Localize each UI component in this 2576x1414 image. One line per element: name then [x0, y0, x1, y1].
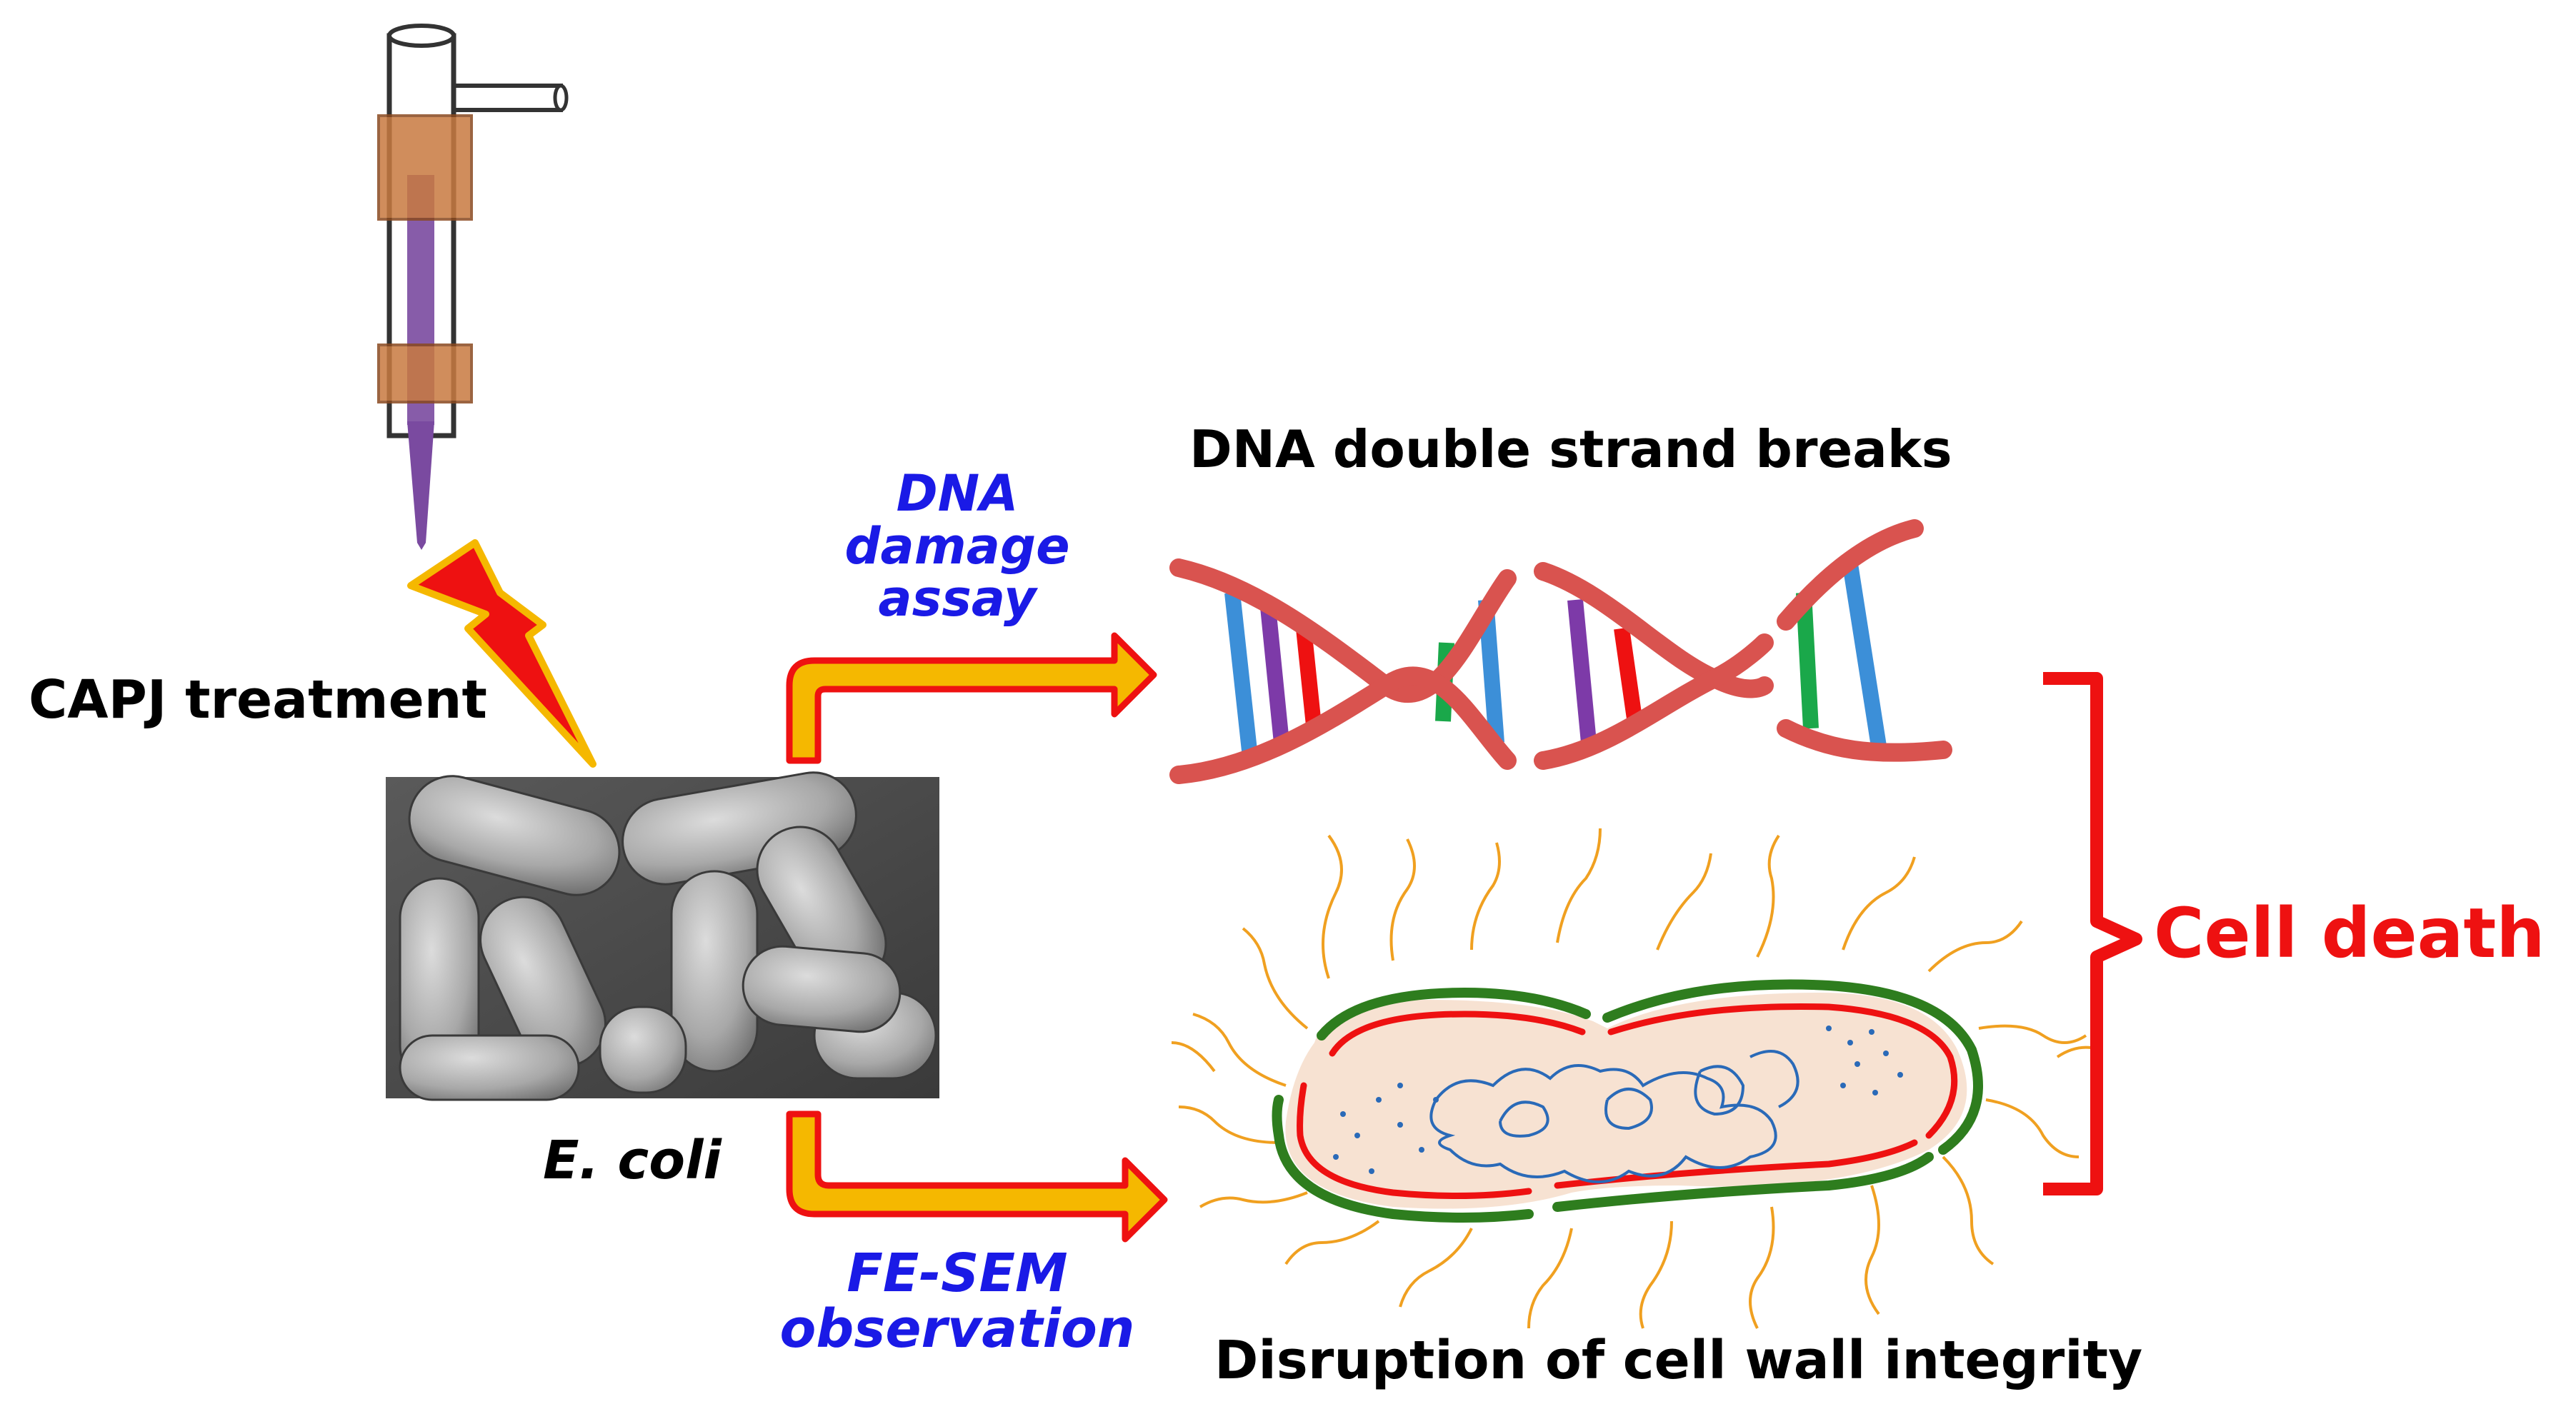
lightning-bolt-icon [407, 539, 596, 768]
bacterium-icon [1171, 828, 2101, 1329]
dna-backbone [1777, 519, 1924, 631]
dna-backbone [1534, 562, 1774, 698]
base-pair-bar [1224, 591, 1258, 758]
dna-backbone [1777, 719, 1952, 762]
base-pair-bar [1296, 627, 1322, 733]
base-pair-bar [1796, 592, 1819, 729]
dna-backbone [1169, 666, 1517, 784]
capj-treatment-label: CAPJ treatment [29, 669, 487, 731]
base-pair-bar [1842, 563, 1887, 748]
sem-micrograph-image [386, 771, 939, 1101]
dna-double-strand-breaks-label: DNA double strand breaks [1189, 419, 1952, 479]
plasma-jet-device-icon [377, 24, 569, 550]
base-pair-bar [1614, 627, 1644, 730]
upper-arrow [786, 632, 1157, 764]
dna-damage-assay-line: DNA [896, 464, 1019, 523]
lower-arrow [786, 1110, 1168, 1243]
cell-wall [1272, 979, 1983, 1223]
base-pair-bar [1260, 606, 1290, 751]
dna-helix-icon [1169, 519, 1952, 784]
dna-damage-assay-label: DNA damage assay [822, 464, 1093, 628]
cytoplasm-dots [1333, 1026, 1903, 1174]
fe-sem-observation-line: observation [779, 1298, 1135, 1360]
nucleoid [1429, 1050, 1799, 1183]
fe-sem-observation-line: FE-SEM [847, 1243, 1068, 1304]
fe-sem-observation-label: FE-SEM observation [775, 1243, 1139, 1360]
cell-death-label: Cell death [2154, 893, 2545, 973]
bracket-icon [2043, 672, 2142, 1195]
cell-membrane [1297, 1003, 1958, 1200]
dna-damage-assay-line: assay [878, 569, 1037, 628]
dna-damage-assay-line: damage [844, 516, 1070, 576]
cell-wall-disruption-label: Disruption of cell wall integrity [1214, 1330, 2143, 1391]
flagella [1171, 828, 2101, 1329]
dna-backbone [1169, 558, 1517, 703]
base-pair-bar [1567, 598, 1597, 751]
ecoli-label: E. coli [543, 1130, 722, 1191]
dna-backbone [1534, 633, 1774, 770]
